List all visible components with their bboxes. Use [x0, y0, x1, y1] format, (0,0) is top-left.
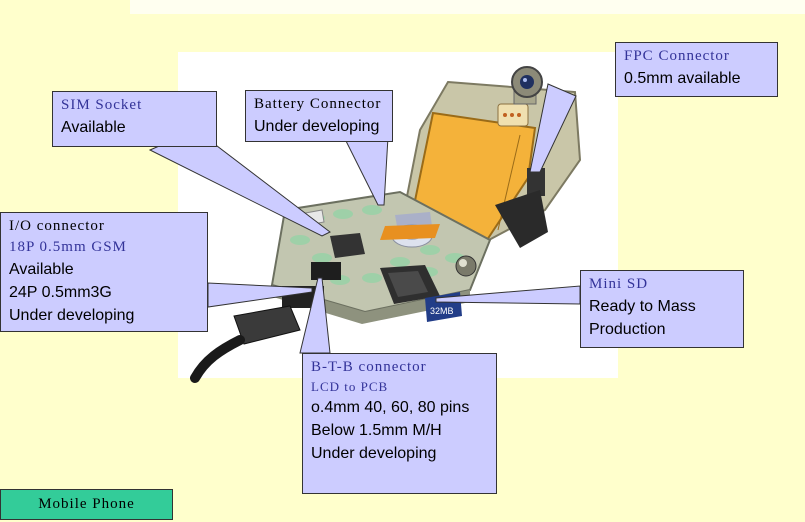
- callout-text: Available: [61, 119, 126, 136]
- callout-title: SIM Socket: [61, 97, 143, 113]
- callout-title: FPC Connector: [624, 48, 730, 64]
- callout-sim-socket: SIM Socket Available: [52, 91, 217, 147]
- callout-title: Mini SD: [589, 276, 649, 292]
- top-band: [130, 0, 805, 14]
- sd-card-label: 32MB: [430, 306, 454, 316]
- phone-back-clip: [495, 190, 548, 248]
- btb-connector-part: [311, 262, 341, 280]
- camera-module: [511, 66, 543, 105]
- sim-socket-part: [330, 233, 365, 258]
- mobile-phone-label-button[interactable]: Mobile Phone: [0, 489, 173, 520]
- callout-text: Ready to Mass: [589, 298, 696, 315]
- callout-text: o.4mm 40, 60, 80 pins: [311, 399, 470, 416]
- callout-leader-lines: [148, 83, 581, 354]
- callout-text: Under developing: [311, 445, 437, 462]
- callout-title: Battery Connector: [254, 96, 382, 112]
- callout-text: 24P 0.5mm3G: [9, 284, 112, 301]
- callout-text: Below 1.5mm M/H: [311, 422, 442, 439]
- callout-subtitle: LCD to PCB: [311, 379, 389, 394]
- callout-fpc-connector: FPC Connector 0.5mm available: [615, 42, 778, 97]
- callout-text: 0.5mm available: [624, 70, 741, 87]
- callout-subtitle: 18P 0.5mm GSM: [9, 239, 127, 255]
- callout-io-connector: I/O connector 18P 0.5mm GSM Available 24…: [0, 212, 208, 332]
- fpc-connector-part: [527, 168, 545, 196]
- callout-btb-connector: B-T-B connector LCD to PCB o.4mm 40, 60,…: [302, 353, 497, 494]
- callout-text: Under developing: [9, 307, 135, 324]
- callout-text: Under developing: [254, 118, 380, 135]
- callout-title: I/O connector: [9, 218, 105, 234]
- callout-text: Available: [9, 261, 74, 278]
- callout-battery-connector: Battery Connector Under developing: [245, 90, 393, 142]
- callout-text: Production: [589, 321, 666, 338]
- callout-mini-sd: Mini SD Ready to Mass Production: [580, 270, 744, 348]
- callout-title: B-T-B connector: [311, 359, 427, 375]
